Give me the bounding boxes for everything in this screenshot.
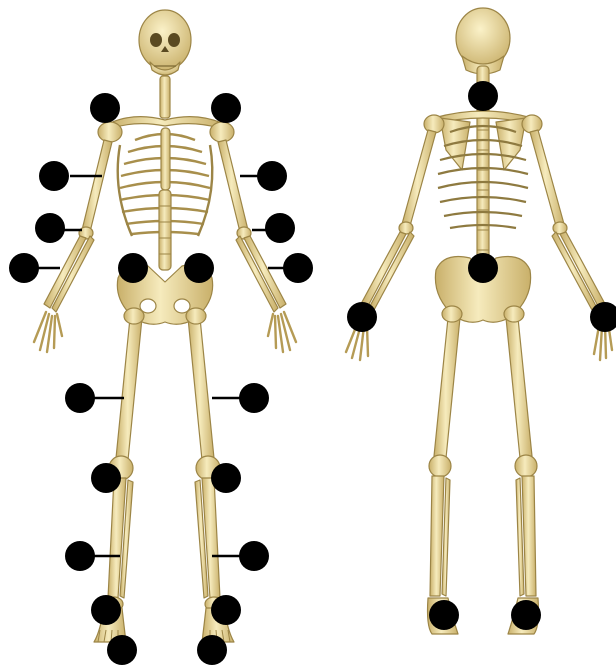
marker-front-right-elbow bbox=[265, 213, 295, 243]
front-lumbar-spine bbox=[159, 190, 171, 270]
marker-front-right-foot bbox=[197, 635, 227, 665]
marker-front-right-thigh bbox=[239, 383, 269, 413]
marker-front-left-upper-arm bbox=[39, 161, 69, 191]
front-neck bbox=[160, 76, 170, 118]
marker-back-lower-back bbox=[468, 253, 498, 283]
front-skull bbox=[139, 10, 191, 75]
marker-back-neck bbox=[468, 81, 498, 111]
marker-back-left-hand bbox=[347, 302, 377, 332]
marker-front-right-knee bbox=[211, 463, 241, 493]
marker-front-left-shin bbox=[65, 541, 95, 571]
marker-front-left-ankle bbox=[91, 595, 121, 625]
marker-front-left-foot bbox=[107, 635, 137, 665]
front-right-hand bbox=[268, 312, 296, 352]
front-left-hand bbox=[34, 312, 62, 352]
marker-back-left-heel bbox=[429, 600, 459, 630]
marker-front-right-shoulder bbox=[211, 93, 241, 123]
marker-front-left-knee bbox=[91, 463, 121, 493]
marker-front-right-forearm bbox=[283, 253, 313, 283]
marker-back-right-heel bbox=[511, 600, 541, 630]
marker-front-left-forearm bbox=[9, 253, 39, 283]
marker-front-left-elbow bbox=[35, 213, 65, 243]
marker-front-right-ankle bbox=[211, 595, 241, 625]
marker-front-right-shin bbox=[239, 541, 269, 571]
marker-front-right-upper-arm bbox=[257, 161, 287, 191]
front-right-femur bbox=[188, 318, 214, 460]
marker-front-left-shoulder bbox=[90, 93, 120, 123]
front-left-femur bbox=[116, 318, 142, 460]
marker-front-right-hip bbox=[184, 253, 214, 283]
marker-front-left-thigh bbox=[65, 383, 95, 413]
marker-front-left-hip bbox=[118, 253, 148, 283]
